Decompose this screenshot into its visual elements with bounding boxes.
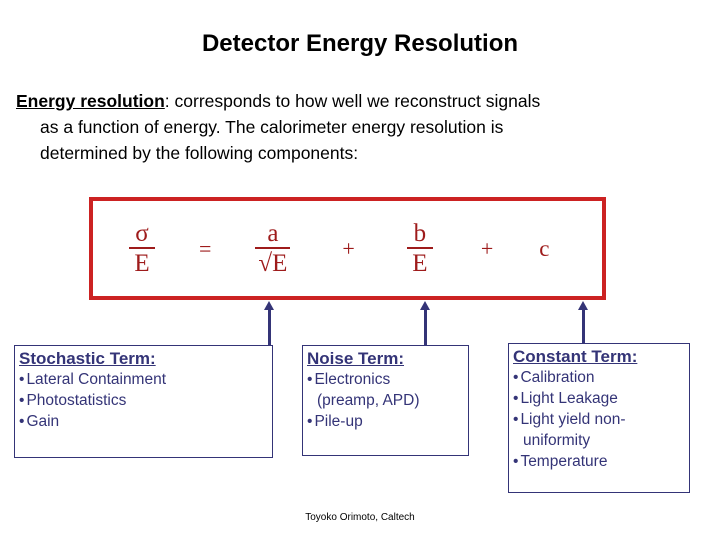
equals-sign: =: [199, 235, 212, 261]
bullet-icon: •: [19, 413, 25, 430]
list-item-label: Calibration: [520, 369, 595, 386]
list-item: •Light Leakage: [509, 388, 689, 409]
list-item: •Pile-up: [303, 411, 468, 432]
fraction-b-over-e: b E: [406, 220, 433, 277]
bullet-icon: •: [307, 371, 313, 388]
list-item: •Lateral Containment: [15, 369, 272, 390]
constant-term-box: Constant Term: •Calibration •Light Leaka…: [508, 343, 690, 493]
list-item-label: Light Leakage: [520, 390, 618, 407]
energy-symbol: E: [134, 250, 150, 277]
stochastic-coefficient: a: [267, 220, 279, 247]
bullet-icon: •: [307, 413, 313, 430]
fraction-bar: [255, 247, 291, 249]
list-item: •Calibration: [509, 367, 689, 388]
list-item: •Gain: [15, 411, 272, 432]
fraction-sigma-over-e: σ E: [129, 221, 155, 276]
body-line-1-rest: corresponds to how well we reconstruct s…: [169, 91, 541, 111]
plus-sign-2: +: [480, 235, 494, 261]
noise-coefficient: b: [413, 220, 427, 247]
list-item-continuation: uniformity: [523, 432, 591, 449]
list-item-label: Light yield non-: [520, 411, 626, 428]
list-item-label: Lateral Containment: [26, 371, 167, 388]
noise-term-heading: Noise Term:: [307, 349, 404, 368]
arrow-stochastic-to-formula: [264, 301, 274, 346]
noise-term-box: Noise Term: •Electronics (preamp, APD) •…: [302, 345, 469, 456]
lead-term-colon: :: [164, 91, 170, 111]
list-item: •Light yield non-: [509, 409, 689, 430]
plus-sign-1: +: [342, 235, 355, 261]
list-item-label: Temperature: [520, 453, 608, 470]
bullet-icon: •: [19, 392, 25, 409]
formula-box: σ E = a √E + b E + c: [89, 197, 606, 300]
body-line-3: determined by the following components:: [40, 143, 359, 163]
list-item-label: Gain: [26, 413, 60, 430]
stochastic-term-heading: Stochastic Term:: [19, 349, 156, 368]
list-item-label: Electronics: [314, 371, 391, 388]
stochastic-term-box: Stochastic Term: •Lateral Containment •P…: [14, 345, 273, 458]
body-line-2: as a function of energy. The calorimeter…: [40, 117, 504, 137]
bullet-icon: •: [19, 371, 25, 388]
bullet-icon: •: [513, 453, 519, 470]
footer-credit: Toyoko Orimoto, Caltech: [305, 512, 415, 523]
body-line-1: Energy resolution: corresponds to how we…: [16, 88, 716, 114]
constant-term-heading: Constant Term:: [513, 347, 638, 366]
fraction-bar: [129, 247, 155, 249]
list-item: •Electronics: [303, 369, 468, 390]
bullet-icon: •: [513, 390, 519, 407]
list-item-label: Photostatistics: [26, 392, 127, 409]
list-item-continuation: (preamp, APD): [317, 392, 420, 409]
body-paragraph: Energy resolution: corresponds to how we…: [16, 88, 716, 166]
bullet-icon: •: [513, 369, 519, 386]
formula-expression: σ E = a √E + b E + c: [93, 201, 602, 296]
constant-coefficient: c: [539, 236, 550, 261]
lead-term-label: Energy resolution: [16, 91, 165, 111]
list-item: •Temperature: [509, 451, 689, 472]
fraction-bar: [406, 247, 433, 249]
list-item-label: Pile-up: [314, 413, 363, 430]
energy-symbol: E: [412, 250, 428, 277]
page-title: Detector Energy Resolution: [201, 30, 519, 57]
arrow-noise-to-formula: [420, 301, 430, 346]
sigma-symbol: σ: [135, 220, 149, 247]
sqrt-energy-symbol: √E: [258, 250, 288, 277]
fraction-a-over-sqrt-e: a √E: [255, 220, 291, 277]
arrow-constant-to-formula: [578, 301, 588, 344]
list-item: •Photostatistics: [15, 390, 272, 411]
bullet-icon: •: [513, 411, 519, 428]
